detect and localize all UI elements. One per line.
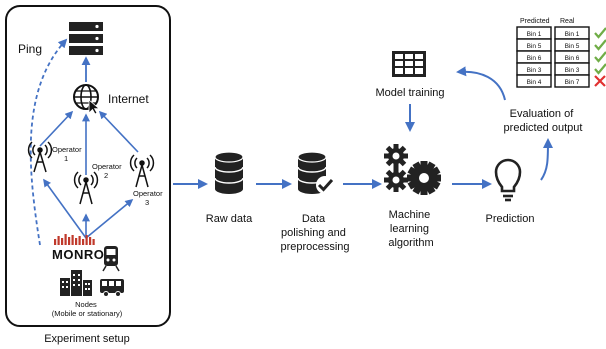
antenna-tower-icon — [73, 171, 99, 205]
experiment-setup-box — [5, 5, 171, 327]
real-cell: Bin 3 — [565, 67, 580, 74]
train-icon — [102, 246, 120, 272]
monroe-logo-bars — [54, 234, 95, 245]
predicted-header: Predicted — [520, 18, 550, 25]
prediction-label: Prediction — [486, 213, 535, 225]
table-grid-icon — [392, 51, 426, 77]
predicted-cell: Bin 6 — [527, 55, 542, 62]
database-icon — [214, 151, 244, 194]
nodes-label: Nodes (Mobile or stationary) — [52, 300, 123, 318]
real-cell: Bin 6 — [565, 55, 580, 62]
polishing-label: Data polishing and preprocessing — [280, 213, 349, 253]
ml-algorithm-label: Machine learning algorithm — [388, 209, 433, 249]
prediction-to-eval-arrow — [540, 138, 553, 181]
check-icon — [594, 51, 606, 63]
predicted-cell: Bin 3 — [527, 67, 542, 74]
check-icon — [594, 39, 606, 51]
operator-links — [39, 110, 139, 239]
gears-icon — [384, 144, 441, 195]
predicted-cell: Bin 5 — [527, 43, 542, 50]
real-cell-box — [554, 74, 590, 88]
predicted-cell: Bin 4 — [527, 79, 542, 86]
raw-data-label: Raw data — [206, 213, 253, 225]
lightbulb-icon — [494, 158, 522, 202]
evaluation-label: Evaluation of predicted output — [504, 108, 583, 134]
bus-icon — [100, 279, 124, 297]
model-training-label: Model training — [375, 87, 444, 99]
eval-to-training-arrow — [456, 66, 506, 101]
real-cell: Bin 5 — [565, 43, 580, 50]
monroe-logo-text: MONROE — [52, 247, 114, 262]
real-cell: Bin 1 — [565, 31, 580, 38]
predicted-cell-box — [516, 74, 552, 88]
city-buildings-icon — [60, 270, 92, 296]
real-cell: Bin 7 — [565, 79, 580, 86]
antenna-tower-icon — [129, 154, 155, 188]
database-check-icon — [297, 151, 334, 194]
server-icon — [69, 22, 103, 55]
ping-label: Ping — [18, 42, 42, 56]
predicted-cell: Bin 1 — [527, 31, 542, 38]
real-header: Real — [560, 18, 575, 25]
internet-label: Internet — [108, 92, 149, 106]
experiment-setup-caption: Experiment setup — [44, 333, 130, 345]
internet-globe-icon — [73, 84, 101, 115]
evaluation-table: Bin 1 Bin 1 Bin 5 Bin 5 Bin 6 Bin 6 Bin 3 Bin 3… — [516, 26, 606, 88]
antenna-tower-icon — [27, 141, 53, 173]
ping-arrow — [29, 38, 68, 246]
cross-icon — [594, 75, 606, 87]
check-icon — [594, 27, 606, 39]
check-icon — [594, 63, 606, 75]
